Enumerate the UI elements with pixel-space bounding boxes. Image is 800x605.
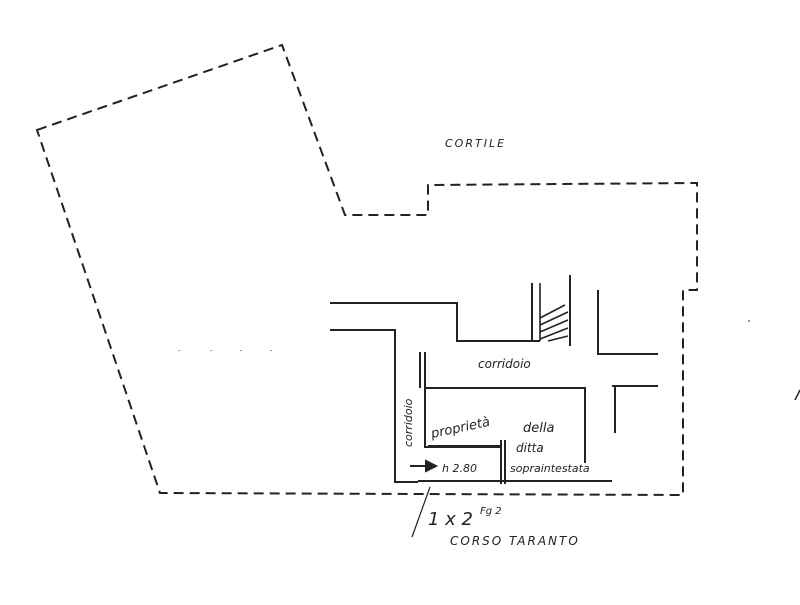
property-label-line2: della [523,421,554,436]
wall-top-left [330,302,540,342]
corridor-left-label: corridoio [402,398,415,447]
street-label: CORSO TARANTO [450,534,580,548]
wall-corridor-lower [425,387,586,463]
boundary-outline [35,43,698,497]
entrance-arrow [410,459,439,473]
courtyard-label: CORTILE [445,137,506,150]
wall-right-room [597,290,658,355]
wall-right-lower [612,385,658,433]
sheet-ref-label: 1 x 2 [428,509,473,530]
property-label-line3: ditta [516,441,544,455]
staircase [539,283,569,342]
scan-specks [178,320,750,351]
sheet-ref-superscript: Fg 2 [480,506,502,517]
property-label-line1: proprietà [429,415,492,442]
wall-stub [419,352,426,388]
property-label-line4: sopraintestata [510,462,590,475]
pencil-slash [411,486,431,538]
interior-walls [330,275,658,484]
stair-treads [539,304,569,342]
edge-mark [794,389,800,401]
plot-boundary [35,43,698,497]
wall-left-inner [330,329,418,483]
corridor-upper-label: corridoio [478,357,531,371]
height-label: h 2.80 [442,462,477,475]
door-post [500,440,506,484]
